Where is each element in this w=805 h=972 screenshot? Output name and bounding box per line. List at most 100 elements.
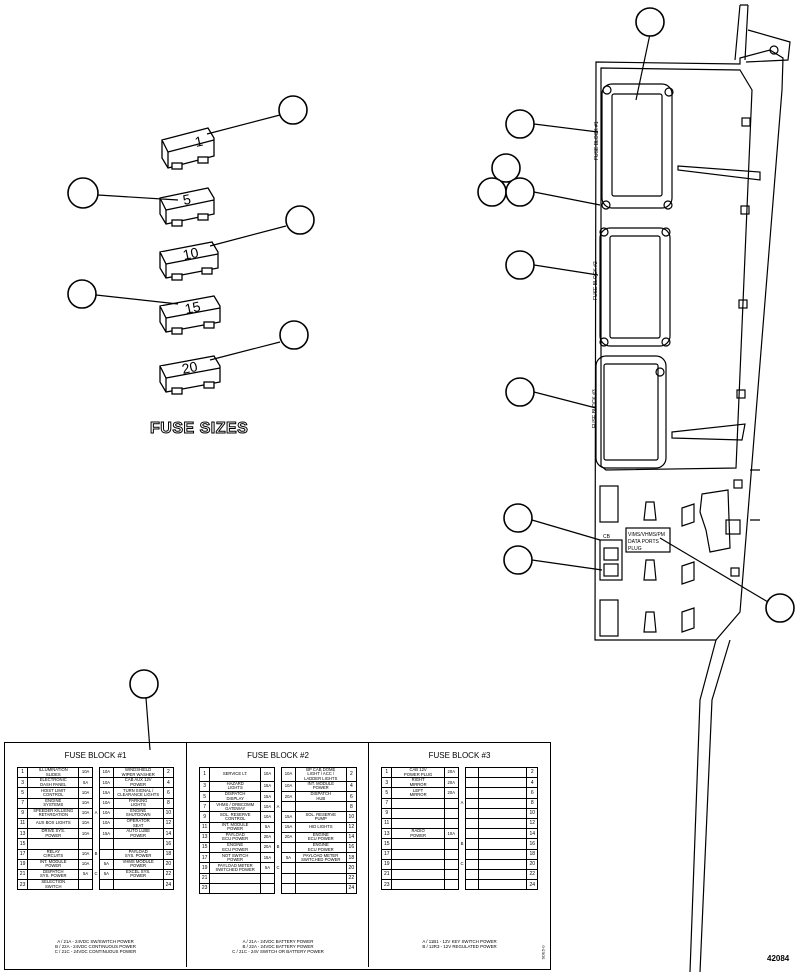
fuse-cell: 6 — [162, 787, 175, 799]
fuse-cell: 14 — [345, 831, 358, 844]
cb-label: CB — [603, 534, 611, 540]
fuse-cell: 7 — [16, 797, 29, 809]
fuse-cell: SERVICE LT. — [209, 767, 262, 782]
fuse-cell: 24 — [526, 879, 538, 891]
fuse-cell: 16 — [526, 838, 538, 850]
fuse-cell — [260, 872, 275, 884]
fuse-cell: 15 — [198, 842, 211, 854]
fuse-cell — [465, 797, 479, 809]
fuse-cell: HID LIGHTS — [294, 821, 347, 833]
fuse-cell: 22 — [345, 872, 358, 884]
fuse-sizes-title: FUSE SIZES — [149, 420, 249, 438]
side-code: SDE5-0 — [540, 945, 546, 960]
fuse-cell — [273, 883, 283, 894]
fuse-label-5: 5 — [181, 191, 192, 208]
fuse-cell — [91, 818, 101, 829]
fuse-cell: 18 — [526, 848, 538, 860]
fuse-cell: 15A — [99, 828, 114, 840]
fuse-cell — [465, 838, 479, 850]
side-bolts — [730, 117, 751, 577]
fuse-cell: 6 — [526, 787, 538, 799]
fuse-cell — [465, 848, 479, 860]
callout-bubbles — [67, 7, 795, 699]
fuse-cell: 16 — [345, 842, 358, 854]
fuse-cell — [294, 882, 347, 894]
fuse-cell: B — [91, 849, 101, 860]
fuse-cell: 8 — [345, 801, 358, 813]
fuse-cell: 5A — [281, 852, 296, 864]
fuse-cell: 11 — [380, 817, 393, 830]
fuse-cell: 24 — [345, 882, 358, 894]
fuse-cell: 10A — [281, 767, 296, 782]
fuse-cell — [443, 868, 459, 881]
fuse-block-1-label: FUSE BLOCK #1 — [594, 121, 600, 160]
fuse-cell — [112, 879, 164, 891]
fuse-cell: 23 — [16, 879, 29, 891]
fuse-cell — [465, 807, 479, 819]
fuse-cell: B — [273, 842, 283, 853]
fuse-cell — [391, 807, 445, 819]
fuse-cell — [78, 879, 93, 891]
fuse-cell — [273, 791, 283, 802]
fuse-cell — [281, 862, 296, 874]
fuse-cell: 15A — [260, 852, 275, 864]
svg-text:PLUG: PLUG — [628, 546, 642, 552]
fuse-cell: 13 — [380, 828, 393, 840]
fuse-cell — [294, 872, 347, 884]
fuse-cell — [477, 787, 528, 799]
fuse-cell — [91, 859, 101, 870]
fuse-cell: 2 — [162, 766, 175, 779]
fuse-cell — [457, 879, 467, 890]
fuse-cell — [477, 828, 528, 840]
fuse-cell: 14 — [162, 828, 175, 840]
fuse-cell: 20A — [281, 831, 296, 844]
fuse-cell — [99, 879, 114, 891]
fuse-cell: 9 — [380, 807, 393, 819]
fuse-cell: 12 — [526, 817, 538, 830]
fuse-cell: 4 — [345, 780, 358, 793]
fuse-cell: 15A — [260, 791, 275, 803]
fuse-cell: 10 — [162, 807, 175, 819]
fuse-cell: 21 — [16, 868, 29, 881]
fuse-cell: 10A — [78, 848, 93, 860]
fuse-cell — [273, 822, 283, 833]
fuse-cell: 15A — [260, 780, 275, 793]
fuse-cell: 19 — [380, 858, 393, 870]
fuse-cell — [99, 848, 114, 860]
fuse-cell: 20A — [443, 766, 459, 779]
fuse-cell: 14 — [526, 828, 538, 840]
fuse-cell — [281, 882, 296, 894]
fuse-cell: 20A — [260, 842, 275, 854]
fuse-cell — [260, 882, 275, 894]
fuse-cell: 22 — [526, 868, 538, 881]
fuse-cell — [465, 828, 479, 840]
fuse-label-1: 1 — [193, 133, 204, 150]
